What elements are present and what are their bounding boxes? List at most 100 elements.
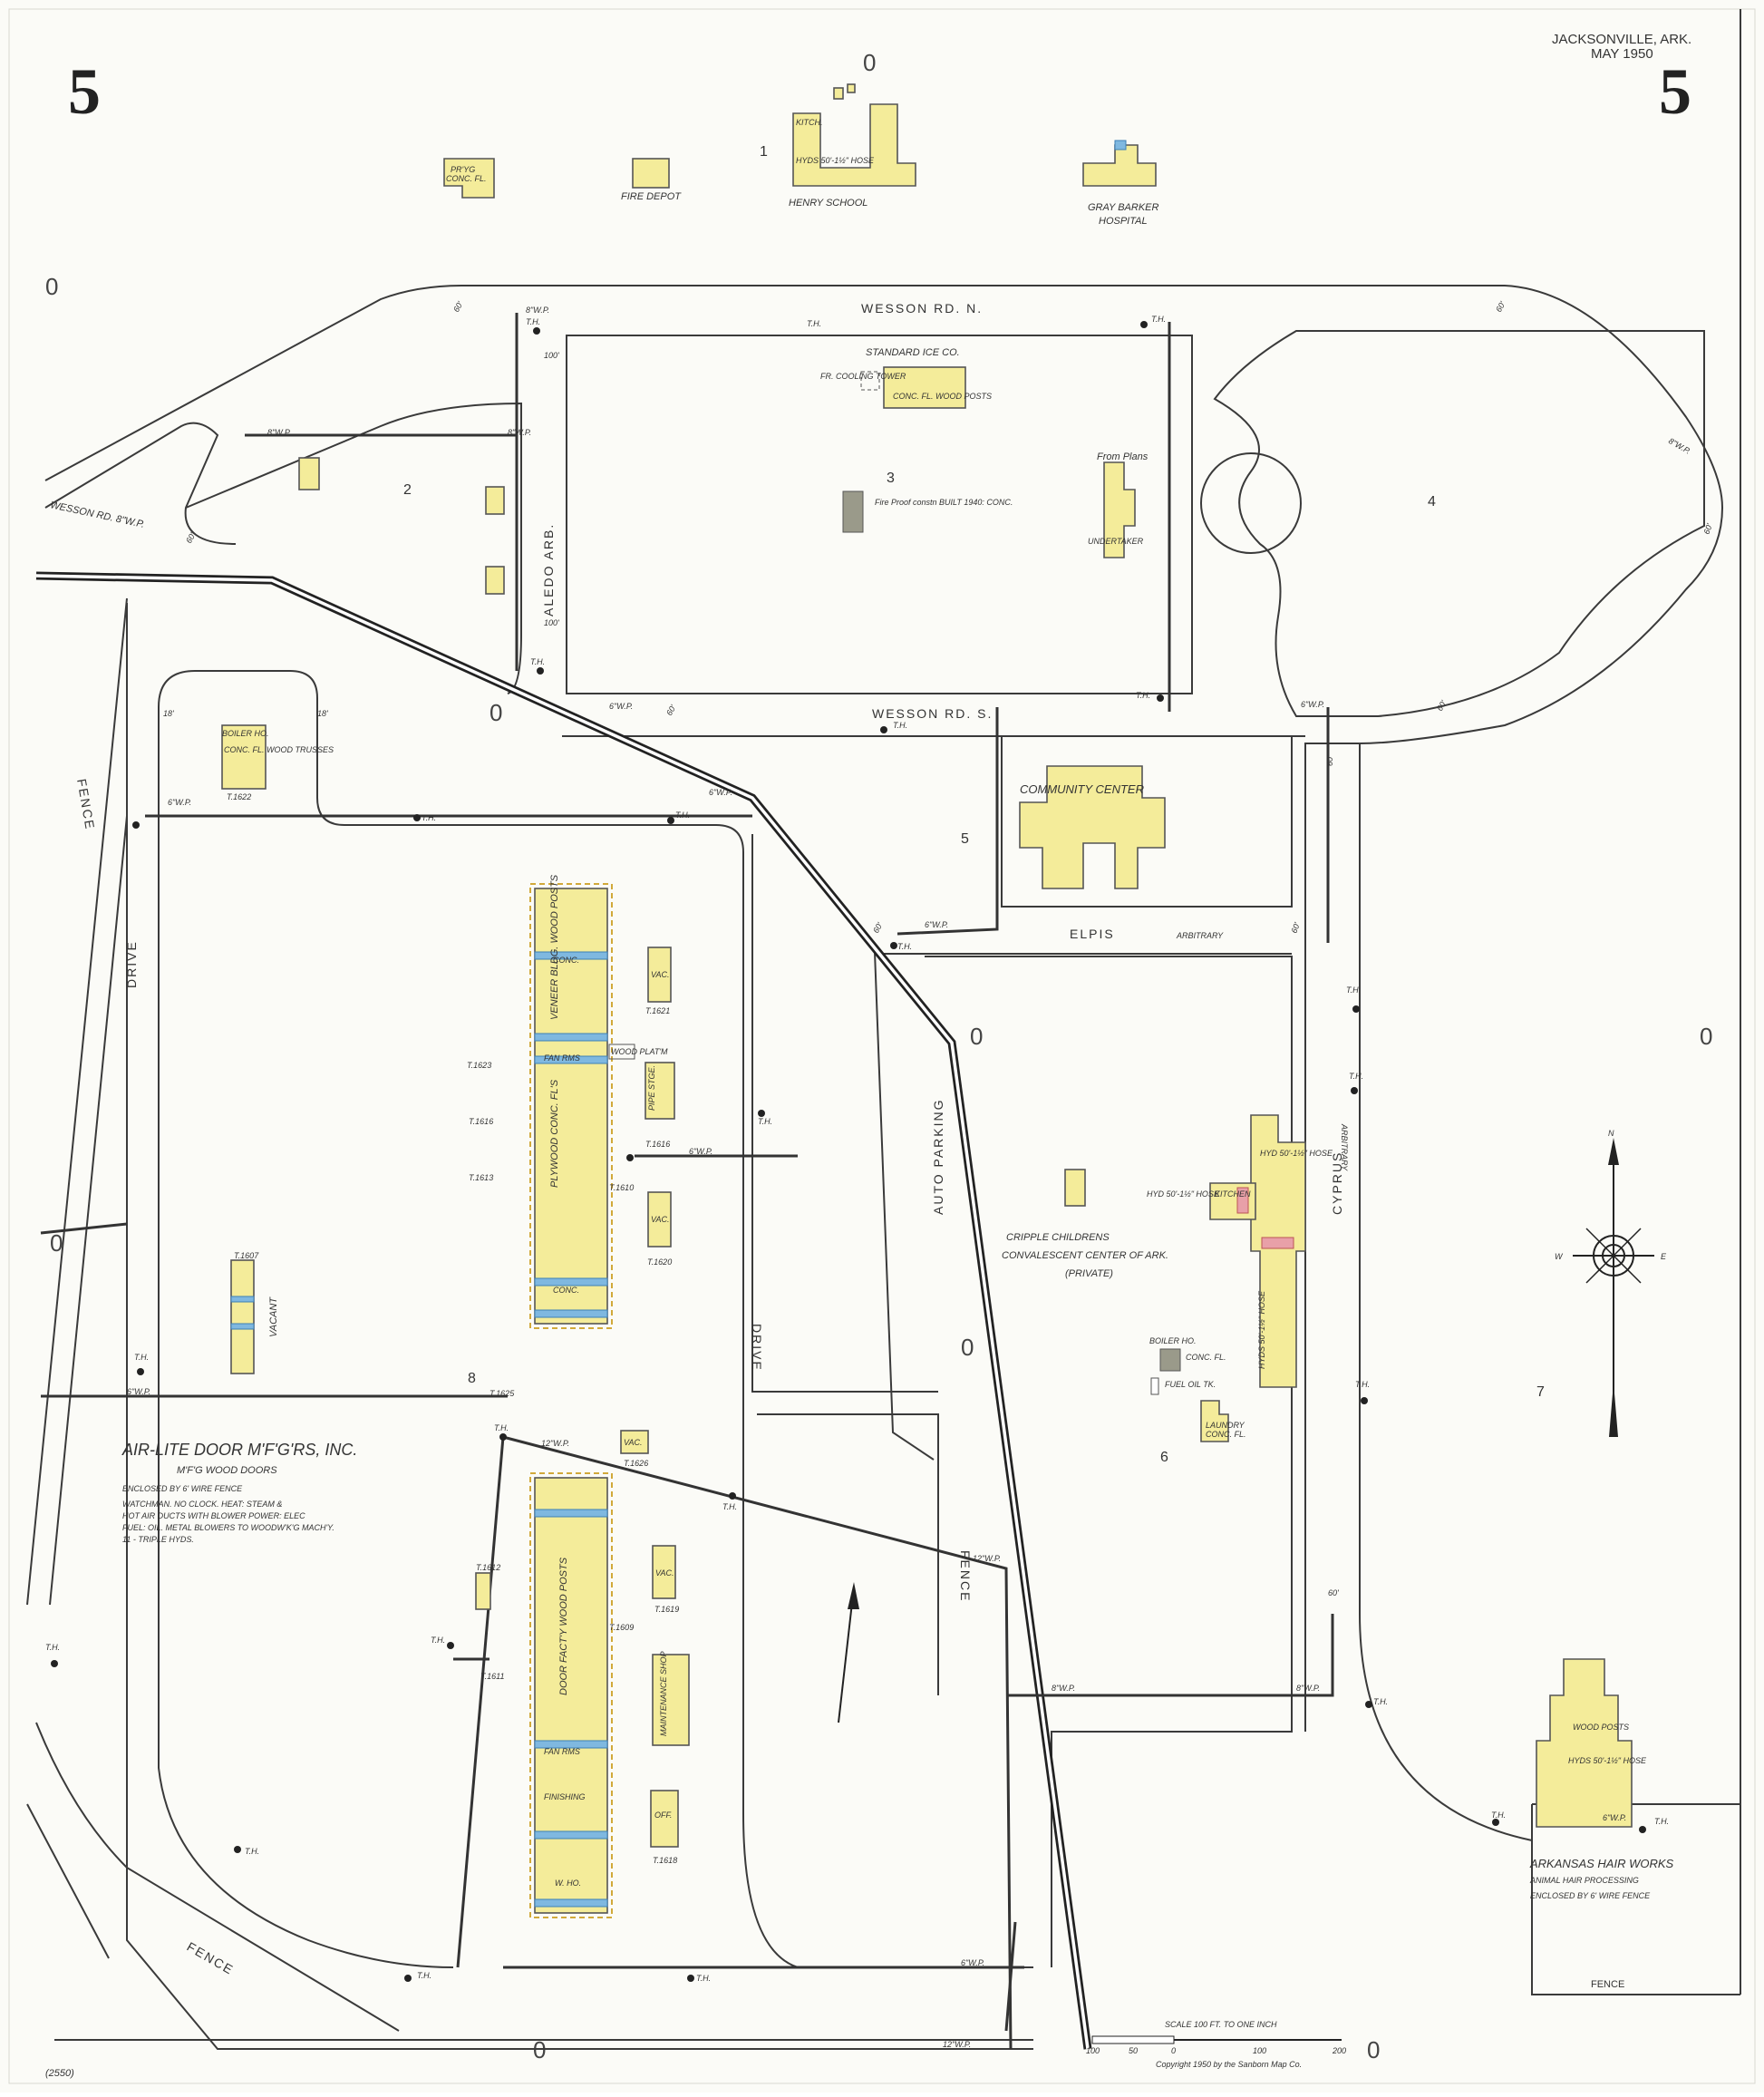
hydrant-tag: T.1607	[234, 1251, 259, 1260]
street-drive-left: DRIVE	[124, 940, 139, 988]
th-label: T.H.	[1654, 1817, 1669, 1826]
street-cyprus: CYPRUS	[1330, 1151, 1344, 1215]
dim-label: 100'	[544, 618, 559, 627]
north-arrow-small	[838, 1582, 859, 1723]
hydrant-tag: T.1616	[469, 1117, 493, 1126]
fan-rooms-label: FAN RMS	[544, 1053, 580, 1063]
boiler-house-left: BOILER HO. CONC. FL. WOOD TRUSSES	[221, 724, 334, 790]
th-label: T.H.	[758, 1117, 772, 1126]
th-label: T.H.	[134, 1353, 149, 1362]
compass-e: E	[1661, 1252, 1667, 1261]
vac-building	[620, 1430, 649, 1454]
standard-ice-note: CONC. FL. WOOD POSTS	[893, 392, 992, 401]
fence-label: FENCE	[185, 1939, 237, 1978]
dim-label: 18'	[163, 709, 174, 718]
street-aledo: ALEDO ARB.	[541, 523, 556, 616]
scale-bar: SCALE 100 FT. TO ONE INCH 100 50 0 100 2…	[1086, 2020, 1346, 2069]
zero-marker: 0	[1367, 2036, 1380, 2063]
compass-n: N	[1608, 1129, 1614, 1138]
pipe-storage-building	[645, 1062, 675, 1120]
hydrant-tag: T.1618	[653, 1856, 677, 1865]
undertaker: From Plans UNDERTAKER	[1088, 451, 1149, 558]
maint-shop-label: MAINTENANCE SHOP	[659, 1651, 668, 1736]
laundry: LAUNDRY CONC. FL.	[1200, 1400, 1246, 1442]
hydrant-tag: T.1610	[609, 1183, 634, 1192]
fuel-oil-label: FUEL OIL TK.	[1165, 1380, 1216, 1389]
fireproof-label: Fire Proof constn BUILT 1940: CONC.	[875, 498, 1013, 507]
street-elpis: ELPIS	[1070, 927, 1115, 941]
dim-label: 100'	[544, 351, 559, 360]
block-number: 8	[468, 1371, 476, 1386]
scale-tick: 50	[1129, 2046, 1138, 2055]
vac-label: VAC.	[651, 970, 670, 979]
th-label: T.H.	[530, 657, 545, 666]
copyright: Copyright 1950 by the Sanborn Map Co.	[1156, 2060, 1302, 2069]
th-label: T.H.	[494, 1423, 509, 1432]
pipe-label: 8"W.P.	[1296, 1684, 1320, 1693]
zero-marker: 0	[1700, 1023, 1712, 1050]
w-ho-label: W. HO.	[555, 1879, 581, 1888]
gray-barker-label: GRAY BARKER	[1088, 202, 1159, 213]
scale-tick: 0	[1171, 2046, 1176, 2055]
road-network	[26, 9, 1741, 2050]
dim-label: 60'	[1435, 699, 1449, 713]
fence-label: FENCE	[1591, 1979, 1624, 1990]
pipe-label: 12"W.P.	[943, 2040, 971, 2049]
henry-school: KITCH. HYDS 50'-1½" HOSE HENRY SCHOOL	[789, 83, 916, 209]
boiler-left-label: BOILER HO.	[222, 729, 269, 738]
pryg-building: PR'YG CONC. FL.	[443, 158, 495, 199]
dim-label: 60'	[871, 921, 885, 935]
scale-tick: 100	[1253, 2046, 1266, 2055]
laundry-label: LAUNDRY	[1206, 1421, 1245, 1430]
pipe-label: 12"W.P.	[541, 1439, 569, 1448]
th-label: T.H.	[1151, 315, 1166, 324]
pipe-label: 12"W.P.	[973, 1554, 1001, 1563]
vac-label: VAC.	[651, 1215, 670, 1224]
hydrant-tag: T.1626	[624, 1459, 648, 1468]
veneer-label: VENEER BLDG. WOOD POSTS	[549, 874, 560, 1020]
street-elpis-note: ARBITRARY	[1176, 931, 1224, 940]
airlite-note: 11 - TRIPLE HYDS.	[122, 1535, 194, 1544]
airlite-fence: ENCLOSED BY 6' WIRE FENCE	[122, 1484, 243, 1493]
boiler-house: BOILER HO. CONC. FL. FUEL OIL TK.	[1149, 1336, 1226, 1395]
airlite-sub: M'F'G WOOD DOORS	[177, 1465, 277, 1476]
street-drive-mid: DRIVE	[750, 1324, 764, 1372]
street-cyprus-note: ARBITRARY	[1340, 1123, 1349, 1171]
pipe-label: 6"W.P.	[709, 788, 732, 797]
from-plans-label: From Plans	[1097, 451, 1149, 462]
laundry-sub-label: CONC. FL.	[1206, 1430, 1246, 1439]
hydrant-tag: T.1623	[467, 1061, 491, 1070]
plywood-veneer-building: VENEER BLDG. WOOD POSTS PLYWOOD CONC. FL…	[529, 874, 668, 1329]
conc-label: CONC.	[553, 956, 579, 965]
dwelling	[485, 486, 505, 515]
hydrant-tag: T.1611	[480, 1672, 505, 1681]
fireproof-building: Fire Proof constn BUILT 1940: CONC.	[842, 490, 1013, 533]
street-auto-parking: AUTO PARKING	[931, 1098, 945, 1215]
fence-label: FENCE	[958, 1550, 973, 1602]
wood-plat-label: WOOD PLAT'M	[611, 1047, 668, 1056]
sheet-id: (2550)	[45, 2068, 74, 2079]
zero-marker: 0	[45, 273, 58, 300]
block-number: 1	[760, 144, 768, 160]
zero-marker: 0	[489, 699, 502, 726]
block-number: 3	[887, 471, 895, 486]
cripple-label-1: CRIPPLE CHILDRENS	[1006, 1232, 1110, 1243]
fire-depot: FIRE DEPOT	[621, 158, 682, 202]
block-number: 4	[1428, 494, 1436, 510]
dim-label: 60'	[1701, 522, 1714, 536]
pipe-label: 8"W.P.	[526, 306, 549, 315]
hydrant-tag: T.1622	[227, 792, 251, 801]
zero-marker: 0	[863, 49, 876, 76]
pipe-label: 8"W.P.	[267, 428, 291, 437]
scale-tick: 200	[1332, 2046, 1346, 2055]
hydrant-tag: T.1612	[476, 1563, 500, 1572]
dim-label: 60'	[1328, 1588, 1339, 1597]
henry-school-label: HENRY SCHOOL	[789, 198, 867, 209]
airlite-note: HOT AIR DUCTS WITH BLOWER POWER: ELEC	[122, 1511, 305, 1520]
scale-label: SCALE 100 FT. TO ONE INCH	[1165, 2020, 1277, 2029]
ark-hair-title: ARKANSAS HAIR WORKS	[1529, 1857, 1674, 1870]
door-factory-label: DOOR FACT'Y WOOD POSTS	[558, 1557, 569, 1695]
block-number: 6	[1160, 1450, 1168, 1465]
th-label: T.H.	[1349, 1072, 1363, 1081]
pipe-label: 6"W.P.	[127, 1387, 150, 1396]
